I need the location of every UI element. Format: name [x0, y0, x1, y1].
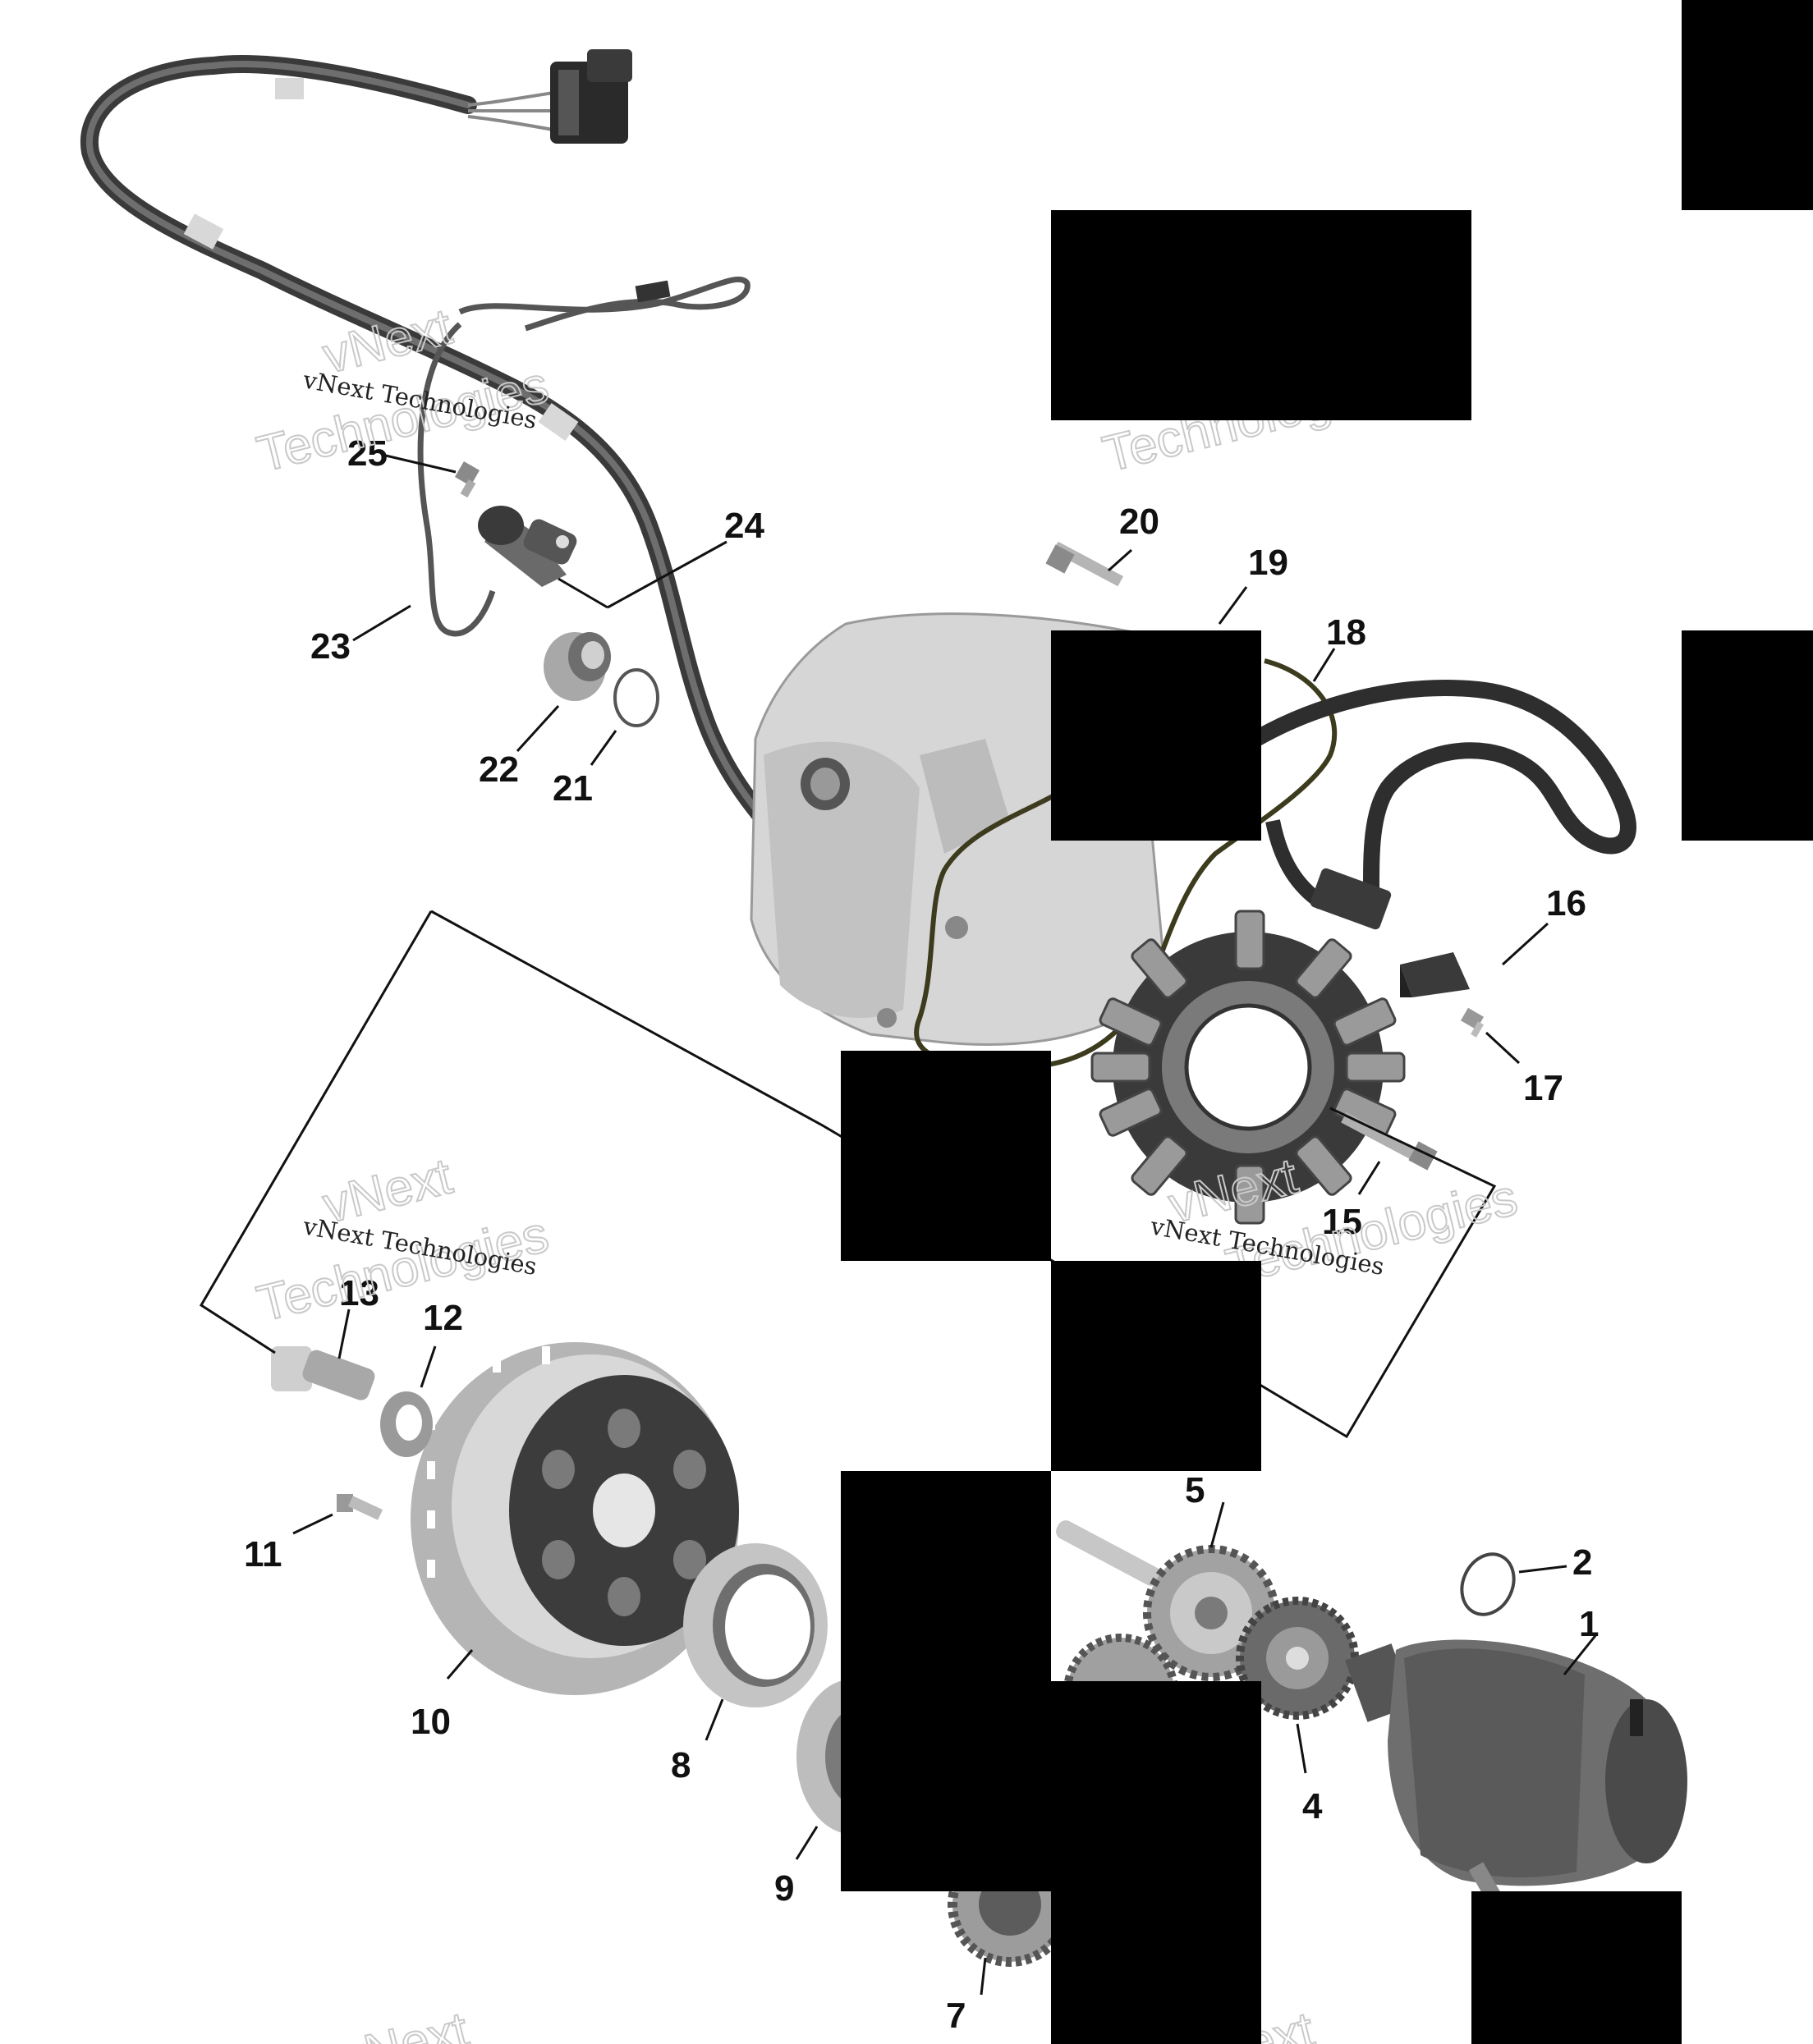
sensor-o-ring	[613, 668, 659, 727]
callout-8: 8	[671, 1745, 691, 1785]
sprag-clutch-ring	[683, 1543, 828, 1707]
callout-18: 18	[1326, 612, 1366, 653]
callout-17: 17	[1523, 1068, 1563, 1108]
redaction-block	[841, 1681, 1261, 1891]
flywheel-bolt	[271, 1346, 375, 1400]
callout-5: 5	[1185, 1470, 1205, 1510]
redaction-block	[1051, 1891, 1261, 2044]
callout-10: 10	[411, 1702, 451, 1742]
redaction-block	[1682, 630, 1813, 841]
sensor-bolt	[454, 461, 480, 498]
redaction-block	[1471, 1891, 1682, 2044]
callout-22: 22	[479, 749, 519, 790]
cover-bolt	[1045, 541, 1124, 587]
redaction-blocks	[841, 0, 1813, 2044]
cover-gasket	[914, 658, 1338, 1070]
retainer-screw	[1460, 1007, 1485, 1038]
callout-12: 12	[423, 1298, 463, 1338]
callout-16: 16	[1546, 883, 1586, 923]
callout-23: 23	[310, 626, 351, 667]
callout-24: 24	[724, 506, 764, 546]
wire-retainer-clip	[1400, 952, 1470, 997]
callout-7: 7	[946, 1996, 966, 2036]
flywheel-rotor	[411, 1342, 739, 1695]
flywheel-washer	[380, 1391, 433, 1457]
callout-15: 15	[1322, 1202, 1362, 1242]
stator-harness	[1248, 680, 1636, 930]
key-screw	[337, 1494, 383, 1520]
redaction-block	[841, 1051, 1051, 1261]
redaction-block	[1051, 630, 1261, 841]
callout-2: 2	[1572, 1542, 1592, 1583]
callout-25: 25	[347, 433, 388, 474]
watermark-big-top: vNext	[334, 2001, 474, 2044]
starter-motor	[1345, 1639, 1687, 1906]
harness-connector	[550, 49, 632, 144]
sensor-bushing	[544, 632, 611, 701]
crankshaft-sensor	[478, 506, 577, 587]
callout-11: 11	[244, 1534, 282, 1574]
redaction-block	[1682, 0, 1813, 210]
intermediate-gear-shaft	[1056, 1520, 1161, 1586]
callout-4: 4	[1302, 1786, 1323, 1826]
reduction-gear	[1236, 1597, 1359, 1720]
callout-1: 1	[1579, 1604, 1599, 1644]
callout-21: 21	[553, 768, 593, 809]
callout-13: 13	[339, 1273, 379, 1313]
redaction-block	[841, 1471, 1051, 1681]
starter-o-ring	[1460, 1552, 1516, 1616]
callout-9: 9	[774, 1868, 794, 1909]
redaction-block	[1051, 1261, 1261, 1471]
callout-19: 19	[1248, 543, 1288, 583]
leader-lines	[292, 454, 1599, 1996]
callout-20: 20	[1119, 502, 1159, 542]
callout-labels: 1 2 4 5 7 8 9 10 11 12 13 15 16 17 18 19…	[244, 433, 1599, 2036]
redaction-block	[1051, 210, 1471, 420]
